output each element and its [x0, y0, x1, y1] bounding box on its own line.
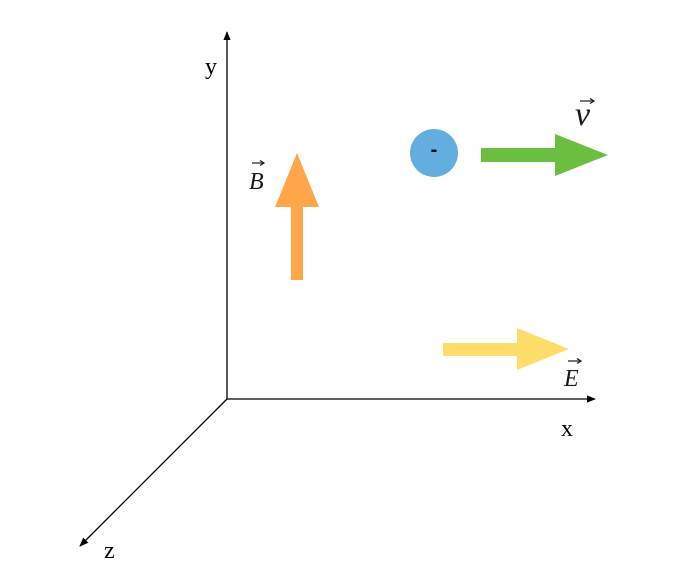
- magnetic-field-label-arrow: [252, 159, 266, 167]
- electric-field-arrow: [443, 328, 569, 370]
- charged-particle: -: [410, 129, 458, 177]
- velocity-label: v: [575, 96, 591, 133]
- electric-field-label: E: [563, 366, 579, 392]
- velocity-label-arrow: [580, 97, 596, 105]
- charge-sign: -: [431, 139, 438, 161]
- z-axis-label: z: [104, 538, 115, 564]
- magnetic-field-label: B: [249, 169, 264, 195]
- magnetic-field-arrow: [275, 153, 319, 280]
- velocity-vector: v: [481, 96, 608, 176]
- velocity-arrow: [481, 134, 608, 176]
- magnetic-field-vector: B: [249, 153, 319, 280]
- z-axis: [79, 398, 228, 547]
- electric-field-vector: E: [443, 328, 583, 392]
- x-axis-label: x: [561, 416, 573, 442]
- particle-body: [410, 129, 458, 177]
- y-axis-label: y: [205, 54, 217, 80]
- electric-field-label-arrow: [568, 357, 583, 365]
- coordinate-axes: y x z: [79, 31, 596, 564]
